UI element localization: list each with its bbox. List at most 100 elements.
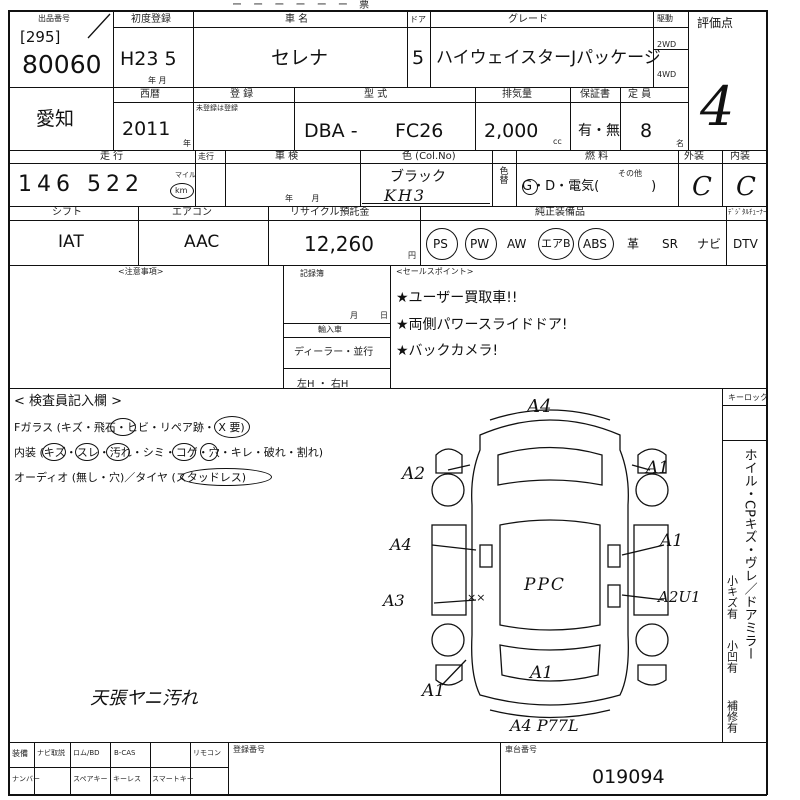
equipment-label: 純正装備品 (535, 207, 585, 218)
diagram-fl-label: A2 (402, 464, 426, 484)
displacement-label: 排気量 (502, 89, 532, 100)
interior-value: C (736, 172, 756, 202)
region-value: 愛知 (36, 108, 75, 130)
mileage-label: 走 行 (100, 151, 124, 162)
grade-value: ハイウェイスターJパッケージ (436, 48, 661, 68)
lot-number: 80060 (22, 50, 102, 79)
interior-hole-circle (200, 443, 218, 461)
drive-label: 駆動 (657, 14, 673, 23)
mileage-check-label: 走行 (198, 152, 214, 161)
row-divider-1 (8, 87, 688, 89)
fuel-other-label: その他 (618, 169, 642, 178)
leader-lines (431, 464, 665, 686)
interior-scratch-circle (42, 443, 66, 461)
row-divider-2 (8, 150, 767, 152)
color-change-label: 色替 (497, 166, 508, 184)
car-body-outline (471, 409, 629, 719)
wheels (431, 473, 669, 657)
model-code: FC26 (395, 120, 444, 142)
v-r2-4 (475, 87, 477, 150)
v-r4-4 (726, 206, 728, 265)
diagram-rear-bottom-label: A4 P77L (510, 716, 579, 735)
notes-h-1 (283, 323, 390, 324)
year-value: 2011 (122, 118, 171, 140)
v-r1-4 (430, 10, 432, 87)
v-r4-1 (138, 206, 140, 265)
registration-label: 登 録 (230, 89, 254, 100)
fuel-g-circle (522, 179, 538, 195)
interior-stain-circle (106, 443, 130, 461)
shift-value: IAT (58, 232, 84, 252)
color-name: ブラック (390, 169, 446, 185)
diagram-left-front-door: A4 (390, 535, 412, 554)
equip-ps-circle (426, 228, 458, 260)
top-partial-title: ー ー ー ー ー ー 票 (232, 0, 374, 11)
row-divider-4 (8, 265, 767, 267)
side-small-scratch-2: 小凹有 (725, 640, 739, 673)
v-r1-5 (653, 10, 655, 87)
equip-airbag: エアB (541, 237, 571, 250)
diagram-right-front-door: A1 (660, 531, 684, 551)
v-r2-1 (113, 87, 115, 150)
recycle-label: リサイクル預託金 (290, 207, 370, 218)
door-label: ドア (410, 15, 426, 24)
v-keylock (722, 388, 724, 742)
footer-vehicle-number-label: 車台番号 (505, 745, 537, 754)
drive-divider (653, 49, 688, 50)
glass-chip-circle (110, 418, 136, 436)
footer-v7 (500, 742, 502, 794)
label-line-2 (113, 102, 688, 103)
lot-prefix: [295] (20, 28, 61, 46)
footer-v1 (34, 742, 35, 794)
registration-note: 未登録は登録 (196, 104, 238, 112)
border-right (766, 10, 768, 795)
fuel-options: G・D・電気( ) (522, 179, 657, 194)
side-repair: 補修有 (725, 700, 739, 733)
recycle-value: 12,260 (304, 232, 374, 256)
aircon-label: エアコン (172, 207, 212, 218)
footer-v5 (190, 742, 191, 794)
footer-navi-manual: ナビ取説 (37, 749, 65, 757)
diagram-rl-label: A1 (422, 681, 446, 701)
v-r2-3 (294, 87, 296, 150)
border-top (8, 10, 767, 12)
inspection-label: 車 検 (275, 151, 299, 162)
diagram-fr-label: A1 (646, 458, 670, 478)
year-unit: 年 (183, 139, 191, 148)
footer-reg-number-label: 登録番号 (233, 745, 265, 754)
shift-label: シフト (52, 207, 82, 218)
v-notes-2 (390, 265, 392, 388)
v-r2-2 (193, 87, 195, 150)
keylock-h (722, 405, 767, 406)
v-r3-4 (492, 150, 494, 206)
capacity-value: 8 (640, 120, 653, 142)
footer-remote: リモコン (193, 749, 221, 757)
inspection-unit: 年 月 (285, 194, 320, 203)
car-diagram (431, 409, 669, 719)
record-day: 日 (380, 311, 388, 320)
year-label: 西暦 (140, 89, 160, 100)
score-value: 4 (700, 75, 735, 138)
v-r4-3 (420, 206, 422, 265)
row-divider-6 (8, 742, 767, 744)
km-circle (170, 183, 194, 199)
border-left (8, 10, 10, 795)
record-label: 記録簿 (300, 269, 324, 278)
equip-airbag-circle (538, 228, 574, 260)
v-score-left (688, 10, 690, 150)
car-name-label: 車 名 (285, 14, 309, 25)
equip-sr: SR (662, 237, 678, 251)
v-r2-5 (570, 87, 572, 150)
keylock-h2 (722, 440, 767, 441)
v-r2-6 (620, 87, 622, 150)
v-r1-2 (193, 10, 195, 87)
sales-points-label: <セールスポイント> (396, 267, 474, 276)
handwritten-note: 天張ヤニ汚れ (90, 688, 198, 709)
label-line-4 (8, 220, 767, 221)
door-value: 5 (412, 47, 425, 69)
fuel-label: 燃 料 (585, 151, 609, 162)
footer-v3 (110, 742, 111, 794)
corner-slash (87, 13, 111, 39)
warranty-label: 保証書 (580, 89, 610, 100)
